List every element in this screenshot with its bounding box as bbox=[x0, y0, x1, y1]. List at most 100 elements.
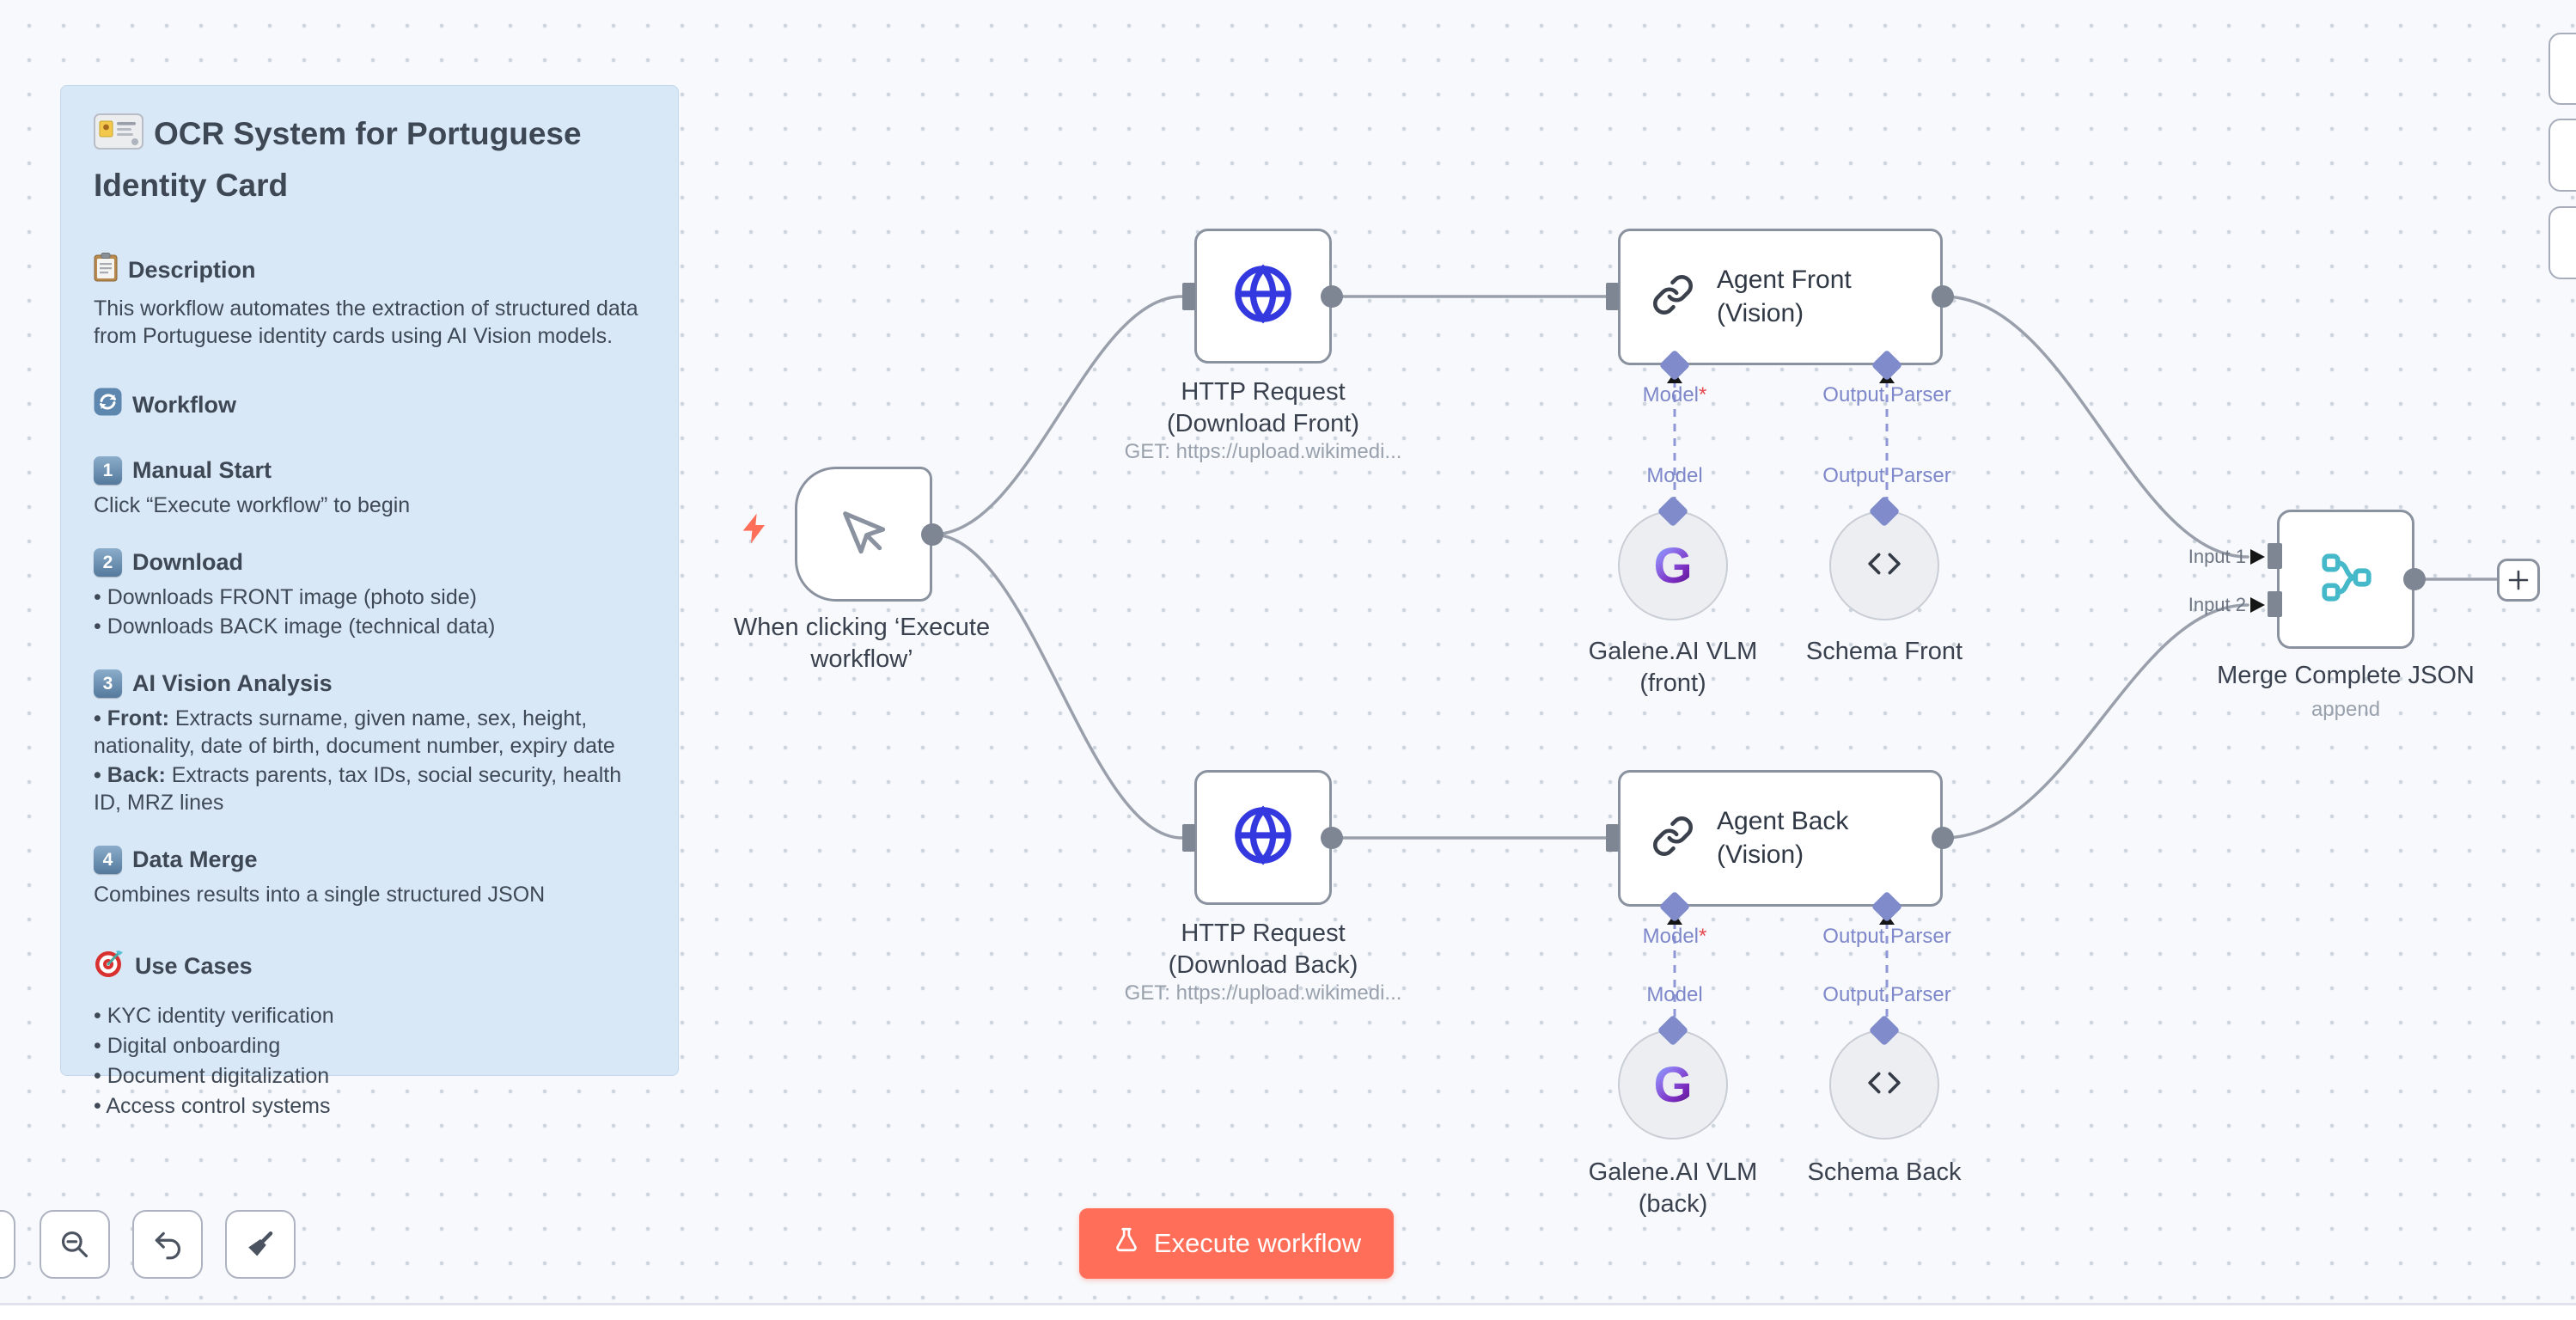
mouse-pointer-icon bbox=[836, 504, 891, 564]
zoom-out-icon bbox=[61, 1231, 89, 1258]
node-manual-trigger[interactable] bbox=[795, 467, 932, 602]
sticky-step4-heading: 4 Data Merge bbox=[94, 846, 645, 875]
keycap-4-icon: 4 bbox=[94, 846, 122, 875]
node-vlm-front[interactable]: G bbox=[1618, 510, 1728, 620]
node-label-schema-back: Schema Back bbox=[1807, 1158, 1962, 1186]
galene-logo-icon: G bbox=[1653, 1056, 1693, 1113]
node-subtitle-http-back: GET: https://upload.wikimedi... bbox=[1124, 981, 1402, 1005]
port-label-parser-front: Output Parser bbox=[1822, 383, 1951, 406]
undo-button[interactable] bbox=[132, 1210, 203, 1279]
node-label-vlm-back: Galene.AI VLM(back) bbox=[1588, 1158, 1758, 1218]
subnode-label-parser-back: Output Parser bbox=[1822, 983, 1951, 1006]
clipboard-icon bbox=[94, 253, 118, 288]
node-label-http-front: HTTP Request(Download Front) bbox=[1166, 378, 1360, 437]
right-edge-button-1[interactable] bbox=[2549, 33, 2576, 105]
sticky-step3-heading: 3 AI Vision Analysis bbox=[94, 669, 645, 699]
plus-icon bbox=[2508, 570, 2529, 590]
sticky-step3-bullet: • Back: Extracts parents, tax IDs, socia… bbox=[94, 763, 622, 816]
port-label-parser-back: Output Parser bbox=[1822, 925, 1951, 948]
arrowhead-right bbox=[2250, 597, 2265, 613]
port-label-model-back: Model* bbox=[1642, 925, 1707, 948]
lightning-bolt-icon bbox=[741, 512, 768, 549]
node-vlm-back[interactable]: G bbox=[1618, 1030, 1728, 1140]
target-icon bbox=[94, 948, 125, 985]
node-schema-back[interactable] bbox=[1829, 1030, 1939, 1140]
sticky-usecase: • Digital onboarding bbox=[94, 1034, 281, 1059]
zoom-out-button[interactable] bbox=[40, 1210, 110, 1279]
node-agent-back[interactable]: Agent Back(Vision) bbox=[1618, 770, 1943, 907]
globe-icon bbox=[1230, 803, 1296, 872]
execute-workflow-button[interactable]: Execute workflow bbox=[1079, 1208, 1394, 1279]
id-card-icon bbox=[94, 113, 143, 163]
sticky-title: OCR System for Portuguese Identity Card bbox=[94, 112, 645, 208]
keycap-1-icon: 1 bbox=[94, 456, 122, 486]
output-port[interactable] bbox=[1321, 285, 1343, 308]
sticky-description-body: This workflow automates the extraction o… bbox=[94, 296, 638, 349]
globe-icon bbox=[1230, 261, 1296, 331]
merge-icon bbox=[2317, 549, 2374, 610]
right-edge-button-2[interactable] bbox=[2549, 119, 2576, 192]
node-agent-front[interactable]: Agent Front(Vision) bbox=[1618, 229, 1943, 365]
port-label-model-front: Model* bbox=[1642, 383, 1707, 406]
code-brackets-icon bbox=[1865, 547, 1903, 584]
subnode-label-model-back: Model bbox=[1646, 983, 1703, 1006]
sticky-usecase: • Access control systems bbox=[94, 1094, 331, 1119]
keycap-3-icon: 3 bbox=[94, 669, 122, 699]
toolbar-button-partial[interactable] bbox=[0, 1210, 15, 1279]
subnode-label-parser-front: Output Parser bbox=[1822, 464, 1951, 487]
output-port[interactable] bbox=[1932, 285, 1954, 308]
sticky-step2-bullet: • Downloads FRONT image (photo side) bbox=[94, 585, 477, 610]
output-port[interactable] bbox=[1932, 827, 1954, 849]
keycap-2-icon: 2 bbox=[94, 548, 122, 578]
tidy-up-button[interactable] bbox=[225, 1210, 296, 1279]
input-port[interactable] bbox=[1606, 283, 1619, 310]
merge-input2-label: Input 2 bbox=[2188, 594, 2246, 615]
input-port[interactable] bbox=[2268, 591, 2282, 617]
sticky-note[interactable]: OCR System for Portuguese Identity Card … bbox=[60, 85, 679, 1118]
node-schema-front[interactable] bbox=[1829, 510, 1939, 620]
node-subtitle-merge: append bbox=[2310, 698, 2381, 721]
undo-icon bbox=[155, 1231, 180, 1260]
input-port[interactable] bbox=[1182, 824, 1195, 852]
sticky-description-heading: Description bbox=[94, 253, 645, 288]
code-brackets-icon bbox=[1865, 1066, 1903, 1103]
input-port[interactable] bbox=[2268, 543, 2282, 569]
merge-input1-label: Input 1 bbox=[2188, 546, 2246, 567]
sticky-usecase: • Document digitalization bbox=[94, 1064, 330, 1089]
sticky-step4-body: Combines results into a single structure… bbox=[94, 883, 546, 908]
canvas-bottom-divider bbox=[0, 1303, 2576, 1305]
output-port[interactable] bbox=[921, 523, 943, 546]
node-merge[interactable] bbox=[2277, 510, 2414, 649]
output-port[interactable] bbox=[2403, 568, 2426, 590]
sticky-workflow-heading: Workflow bbox=[94, 388, 645, 422]
output-port[interactable] bbox=[1321, 827, 1343, 849]
node-http-request-front[interactable] bbox=[1194, 229, 1332, 364]
node-label-merge: Merge Complete JSON bbox=[2217, 662, 2475, 689]
agent-front-title: Agent Front(Vision) bbox=[1717, 266, 1852, 327]
sticky-usecases-heading: Use Cases bbox=[94, 948, 645, 985]
right-edge-button-3[interactable] bbox=[2549, 206, 2576, 279]
sticky-usecase: • KYC identity verification bbox=[94, 1004, 334, 1029]
input-port[interactable] bbox=[1606, 824, 1619, 852]
tidy-up-icon bbox=[248, 1231, 273, 1256]
sticky-step1-body: Click “Execute workflow” to begin bbox=[94, 493, 411, 518]
bottom-strip bbox=[0, 1305, 2576, 1320]
node-http-request-back[interactable] bbox=[1194, 770, 1332, 905]
node-label-http-back: HTTP Request(Download Back) bbox=[1168, 920, 1358, 979]
subnode-label-model-front: Model bbox=[1646, 464, 1703, 487]
edge-agent-front-to-merge bbox=[1941, 295, 2249, 559]
sticky-step3-bullet: • Front: Extracts surname, given name, s… bbox=[94, 706, 615, 759]
add-node-button[interactable] bbox=[2497, 559, 2540, 602]
edge-agent-back-to-merge bbox=[1941, 603, 2249, 840]
edge-trigger-to-http-front bbox=[931, 295, 1184, 536]
node-subtitle-http-front: GET: https://upload.wikimedi... bbox=[1124, 440, 1402, 463]
arrows-cycle-icon bbox=[94, 388, 122, 422]
link-icon bbox=[1651, 273, 1694, 321]
arrowhead-right bbox=[2250, 549, 2265, 565]
flask-icon bbox=[1112, 1225, 1141, 1262]
link-icon bbox=[1651, 815, 1694, 862]
input-port[interactable] bbox=[1182, 283, 1195, 310]
node-label-vlm-front: Galene.AI VLM(front) bbox=[1588, 638, 1758, 697]
